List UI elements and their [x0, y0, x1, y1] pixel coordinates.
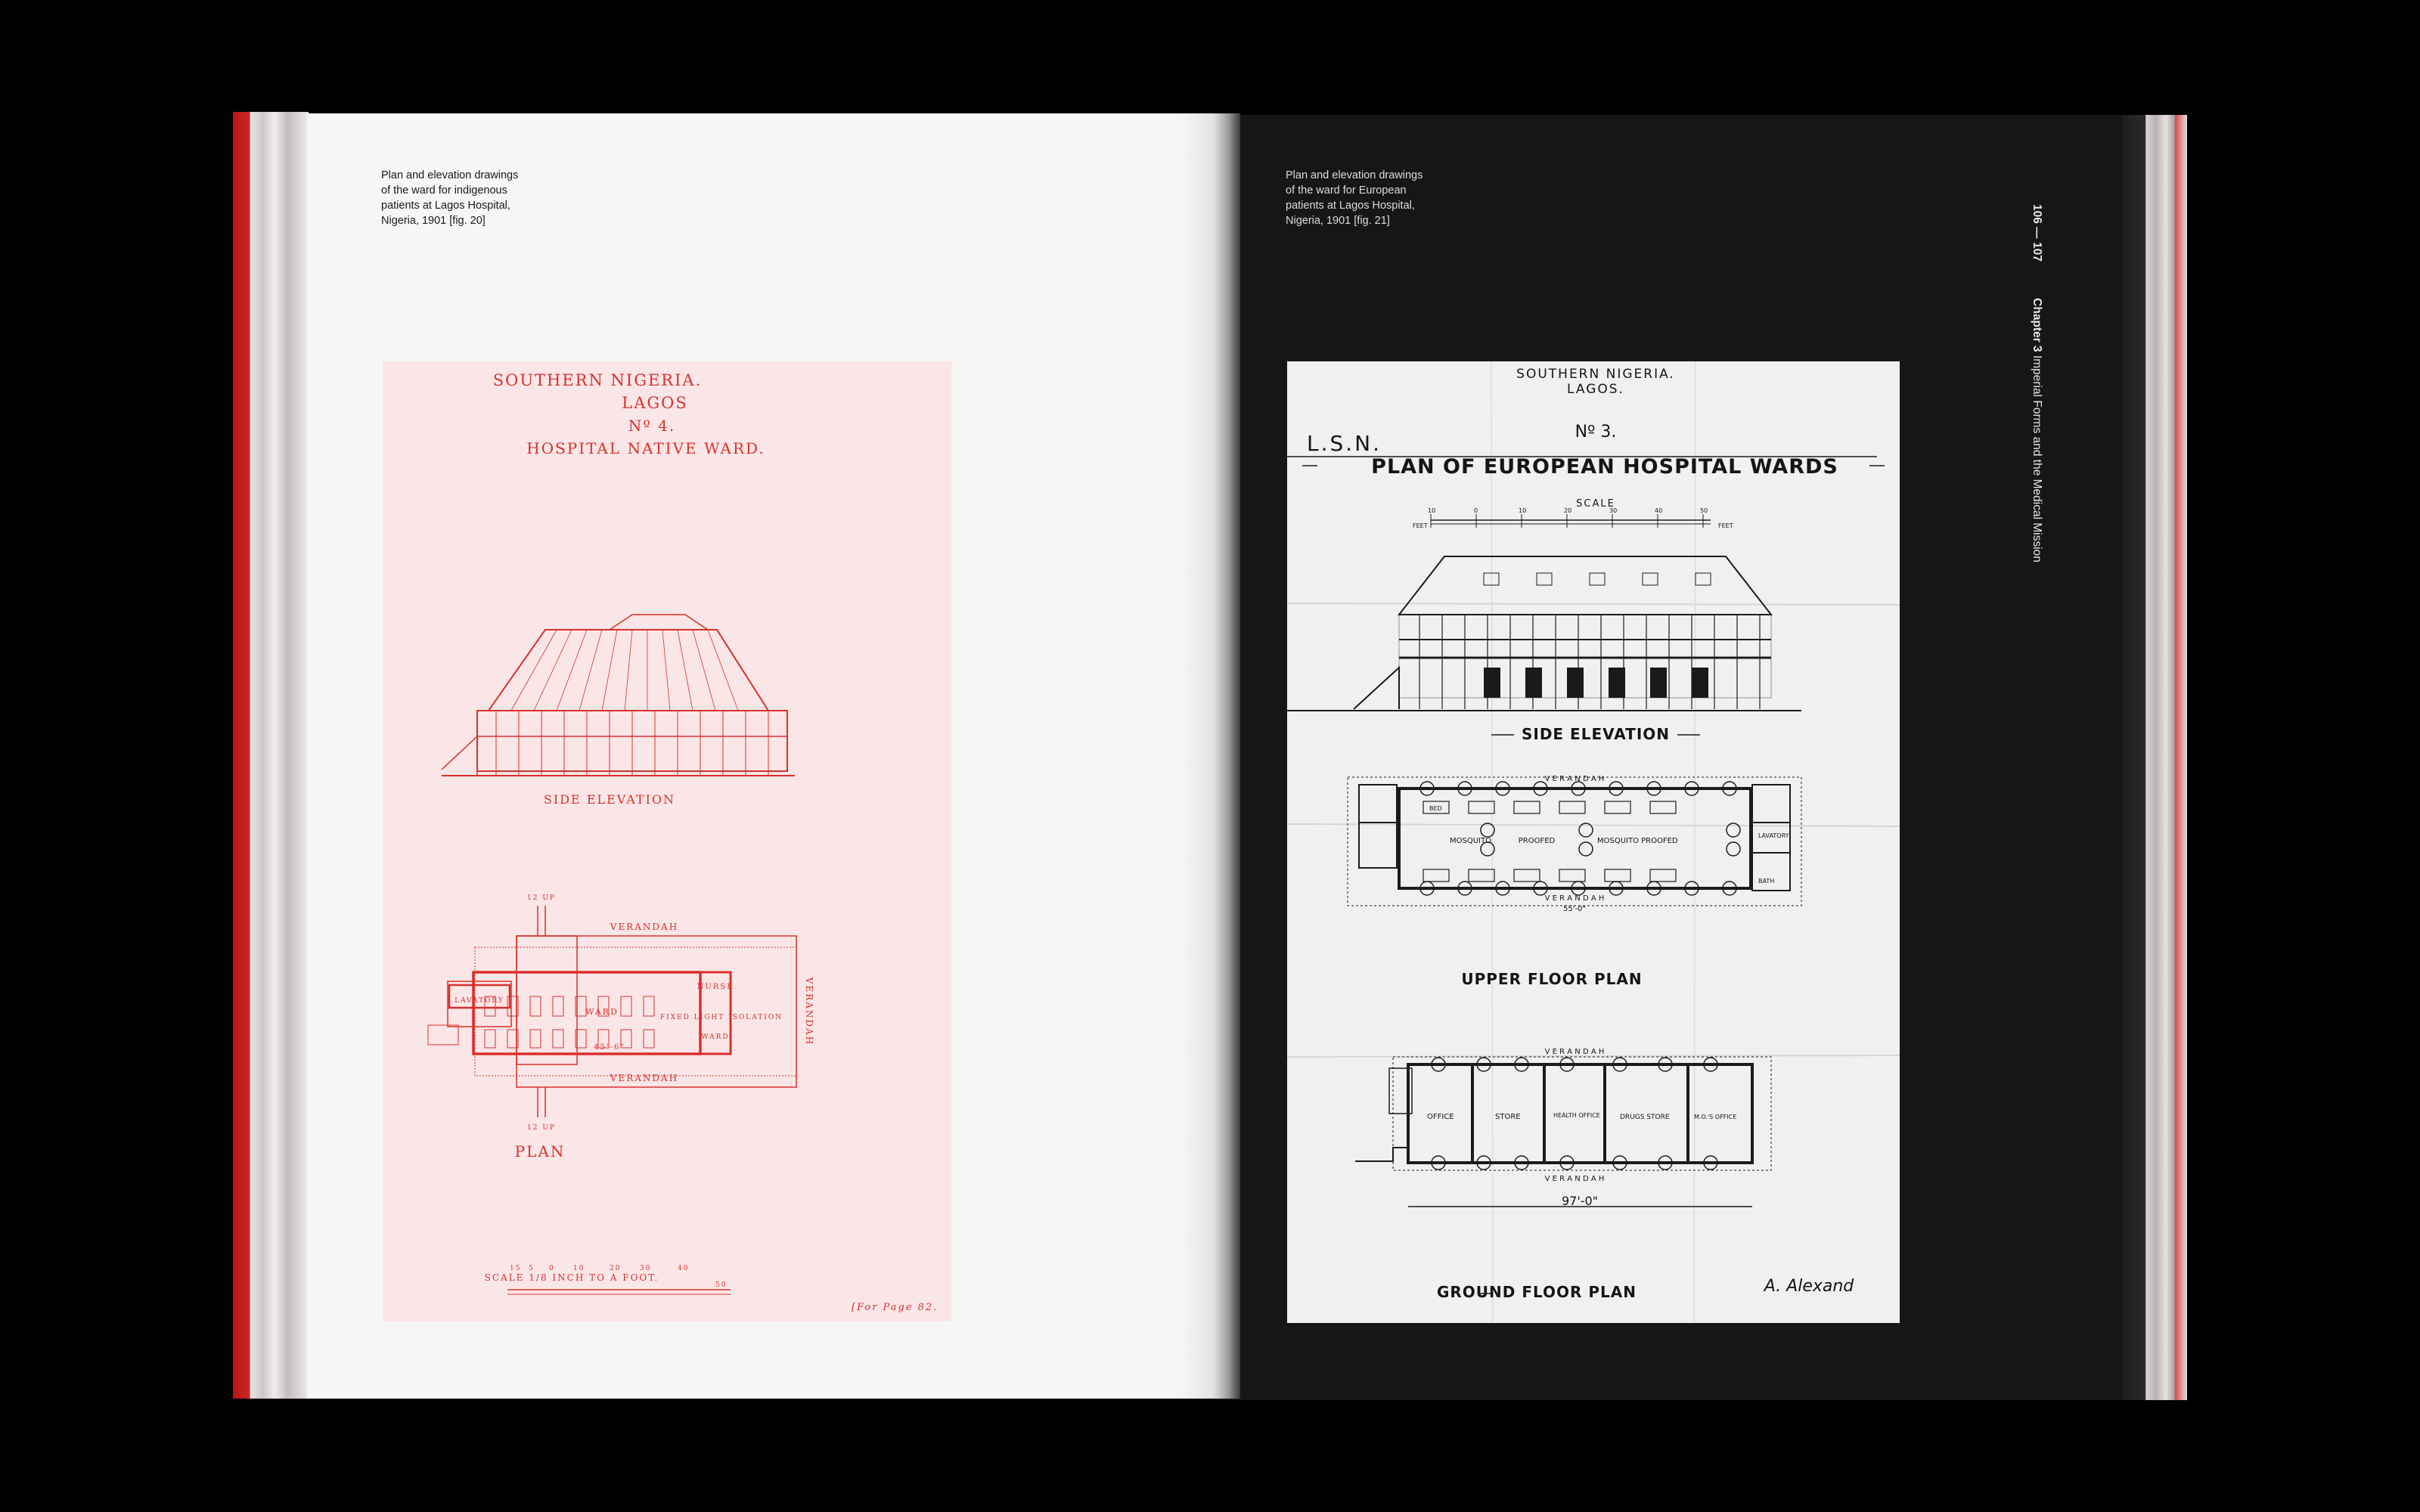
ward-label: WARD — [585, 1007, 619, 1017]
header-line-1: SOUTHERN NIGERIA. — [1516, 367, 1675, 382]
architect-signature: A. Alexand — [1763, 1277, 1855, 1296]
mo-office-label: M.O.'S OFFICE — [1694, 1114, 1736, 1120]
drawing-title-1: SOUTHERN NIGERIA. — [493, 371, 703, 389]
scale-tick-1: 15 — [510, 1265, 521, 1272]
ground-floor-label: GROUND FLOOR PLAN — [1437, 1283, 1637, 1301]
upper-dimension: 55'-0" — [1563, 905, 1586, 913]
scale-bar — [507, 1289, 731, 1295]
lsn-label: L.S.N. — [1307, 431, 1382, 456]
lavatory-label: LAVATORY — [455, 997, 504, 1005]
scale-tick-4: 10 — [573, 1265, 585, 1272]
verandah-right-label: VERANDAH — [804, 977, 814, 1046]
scale-tick-7: 40 — [678, 1265, 689, 1272]
mosquito-label-3: MOSQUITO PROOFED — [1597, 837, 1678, 845]
scale-title: SCALE — [1576, 498, 1615, 510]
plan-label: PLAN — [515, 1142, 566, 1160]
office-label: OFFICE — [1427, 1113, 1454, 1121]
scale-bar-right — [1430, 514, 1711, 528]
native-ward-drawing: SOUTHERN NIGERIA. LAGOS Nº 4. HOSPITAL N… — [383, 361, 951, 1321]
plan-number: Nº 3. — [1575, 423, 1617, 442]
ground-floor-plan — [1355, 1056, 1772, 1171]
ward-plan-drawing — [427, 906, 797, 1117]
chapter-title: Imperial Forms and the Medical Mission — [2031, 355, 2043, 562]
european-side-elevation — [1287, 556, 1801, 711]
native-ward-svg: SOUTHERN NIGERIA. LAGOS Nº 4. HOSPITAL N… — [427, 371, 938, 1313]
stairs-up-top: 12 UP — [527, 894, 556, 902]
side-elevation-drawing — [441, 614, 795, 776]
drawing-title-3: Nº 4. — [628, 417, 675, 435]
chapter-label: Chapter 3 — [2031, 298, 2043, 352]
scale-tick-r4: 20 — [1564, 507, 1571, 514]
scale-tick-8: 50 — [715, 1281, 727, 1289]
lavatory-label-right: LAVATORY — [1758, 832, 1789, 839]
scale-tick-3: 0 — [549, 1265, 555, 1272]
scale-unit-left: FEET — [1413, 522, 1428, 529]
scale-tick-2: 5 — [529, 1265, 535, 1272]
verandah-top-label: VERANDAH — [610, 922, 678, 932]
store-label: STORE — [1495, 1113, 1521, 1121]
book-gutter — [1180, 113, 1240, 1399]
drugs-store-label: DRUGS STORE — [1620, 1114, 1670, 1121]
page-numbers: 106 — 107 — [2031, 204, 2043, 262]
verandah-upper-bottom: V E R A N D A H — [1545, 894, 1605, 903]
scale-tick-r6: 40 — [1655, 507, 1662, 514]
right-figure-caption: Plan and elevation drawings of the ward … — [1286, 169, 1423, 227]
book-page-edges-left — [233, 112, 309, 1399]
verandah-bottom-label: VERANDAH — [610, 1073, 678, 1083]
scale-tick-r3: 10 — [1519, 507, 1526, 514]
drawing-title-4: HOSPITAL NATIVE WARD. — [526, 439, 765, 457]
upper-floor-label: UPPER FLOOR PLAN — [1461, 970, 1642, 988]
scale-tick-6: 30 — [640, 1265, 651, 1272]
book-page-edges-right — [2118, 115, 2187, 1400]
header-line-2: LAGOS. — [1567, 382, 1624, 397]
drawing-title: PLAN OF EUROPEAN HOSPITAL WARDS — [1371, 455, 1838, 479]
page-reference: [For Page 82. — [852, 1302, 938, 1313]
side-elevation-label-right: SIDE ELEVATION — [1522, 725, 1670, 743]
scale-label: SCALE 1/8 INCH TO A FOOT. — [485, 1272, 659, 1283]
stairs-up-bottom: 12 UP — [527, 1124, 556, 1132]
ward-small-label: WARD — [701, 1033, 729, 1041]
verandah-ground-bottom: V E R A N D A H — [1545, 1175, 1605, 1183]
scale-tick-5: 20 — [610, 1265, 621, 1272]
scale-tick-r1: 10 — [1428, 507, 1435, 514]
side-elevation-label: SIDE ELEVATION — [544, 792, 675, 807]
ward-dimension: 45'-6" — [594, 1043, 625, 1052]
european-ward-drawing: SOUTHERN NIGERIA. LAGOS. L.S.N. Nº 3. PL… — [1287, 361, 1900, 1323]
european-ward-svg: SOUTHERN NIGERIA. LAGOS. L.S.N. Nº 3. PL… — [1287, 361, 1900, 1323]
verandah-ground-top: V E R A N D A H — [1545, 1048, 1605, 1056]
health-office-label: HEALTH OFFICE — [1553, 1112, 1600, 1119]
scale-tick-r7: 50 — [1700, 507, 1708, 514]
upper-floor-plan — [1347, 776, 1802, 906]
bed-label: BED — [1429, 805, 1442, 812]
nurse-label: NURSE — [697, 983, 734, 991]
drawing-title-2: LAGOS — [622, 394, 688, 412]
scale-tick-r5: 30 — [1609, 507, 1617, 514]
verandah-upper-top: V E R A N D A H — [1545, 775, 1605, 783]
bath-label: BATH — [1758, 878, 1774, 885]
mosquito-label-1: MOSQUITO — [1450, 837, 1491, 845]
scale-unit-right: FEET — [1718, 522, 1733, 529]
running-head: 106 — 107 Chapter 3 Imperial Forms and t… — [2021, 204, 2043, 748]
ground-dimension: 97'-0" — [1562, 1194, 1598, 1208]
scale-tick-r2: 0 — [1474, 507, 1478, 514]
fixed-light-label: FIXED LIGHT ISOLATION — [660, 1014, 783, 1021]
mosquito-label-2: PROOFED — [1519, 837, 1556, 845]
left-figure-caption: Plan and elevation drawings of the ward … — [381, 169, 519, 227]
